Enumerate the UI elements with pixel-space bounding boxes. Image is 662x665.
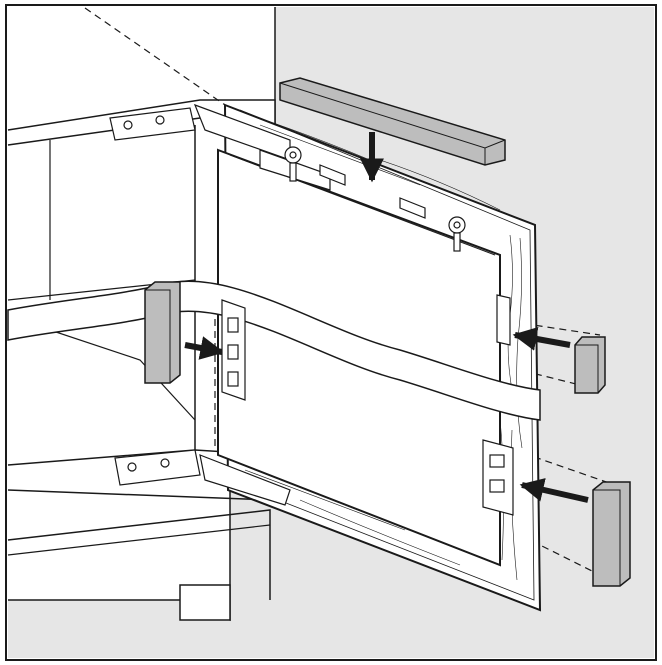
right-lower-arrow bbox=[519, 478, 589, 503]
screw-left bbox=[284, 146, 302, 182]
left-cover-cap bbox=[144, 281, 181, 384]
bottom-hinge bbox=[114, 449, 291, 506]
right-upper-bracket bbox=[496, 294, 511, 346]
screw-right bbox=[448, 216, 466, 252]
right-upper-arrow bbox=[512, 327, 571, 351]
top-cover-strip bbox=[279, 77, 506, 166]
top-hinge bbox=[109, 103, 331, 191]
left-bracket bbox=[221, 299, 246, 401]
left-arrow bbox=[184, 336, 225, 360]
right-tall-cap bbox=[592, 481, 631, 587]
right-lower-bracket bbox=[482, 439, 514, 516]
right-small-cap bbox=[574, 336, 606, 394]
screws bbox=[284, 146, 466, 252]
